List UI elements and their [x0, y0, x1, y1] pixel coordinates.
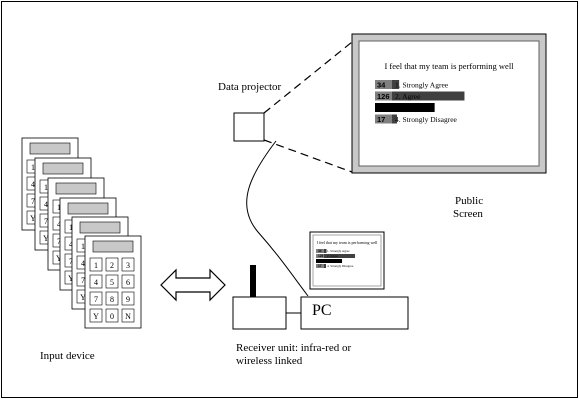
- keypad-key: [89, 291, 103, 306]
- keypad-display: [67, 202, 109, 215]
- public-screen-count-box-2: [375, 91, 392, 101]
- keypad-key: [121, 257, 135, 272]
- keypad-key-label: 1: [44, 183, 48, 192]
- keypad-key-label: 4: [31, 180, 35, 189]
- data-projector-label: Data projector: [218, 81, 282, 93]
- keypad-key: [89, 274, 103, 289]
- public-screen-bar-3: [375, 103, 435, 112]
- keypad-key-label: 4: [94, 278, 98, 287]
- keypad-key-label: 7: [57, 237, 61, 246]
- public-screen-title: I feel that my team is performing well: [384, 61, 514, 71]
- public-screen-count-4: 17: [377, 115, 385, 124]
- keypad-key-label: 7: [31, 197, 35, 206]
- keypad-6: 1 2 3 4 5 6 7 8 9Y 0 N: [84, 235, 142, 329]
- public-screen-label-4: 4. Strongly Disagree: [395, 115, 458, 124]
- keypad-key: [121, 274, 135, 289]
- public-screen-count-2: 126: [377, 92, 390, 101]
- monitor-bar-3: [316, 259, 343, 263]
- keypad-key-label: 1: [94, 261, 98, 270]
- keypad-key-label: 5: [110, 278, 114, 287]
- keypad-key-label: 1: [81, 242, 85, 251]
- projection-line-bottom: [263, 139, 353, 173]
- public-screen-count-box-4: [375, 114, 392, 124]
- pc-box: [300, 296, 409, 330]
- public-screen-count-1: 34: [377, 80, 386, 89]
- public-label: Public: [455, 195, 484, 207]
- keypad-key-label: 7: [81, 276, 85, 285]
- keypad-key: [121, 291, 135, 306]
- monitor-count-2: 126: [318, 254, 324, 258]
- monitor-count-1: 34: [318, 249, 322, 253]
- input-device-label: Input device: [40, 350, 95, 362]
- keypad-key-label: N: [125, 312, 131, 321]
- data-projector: [233, 112, 265, 142]
- monitor-bar-rows: I feel that my team is performing well 34…: [316, 240, 378, 268]
- monitor-count-box-4: [316, 264, 324, 268]
- public-screen-label-1: 1. Strongly Agree: [395, 80, 449, 89]
- keypad-key-label: 2: [110, 261, 114, 270]
- keypad-key-label: 1: [57, 203, 61, 212]
- keypad-display: [79, 221, 121, 234]
- screen-label: Screen: [453, 208, 483, 220]
- keypad-key-label: 7: [69, 257, 73, 266]
- monitor-bar-2: [316, 254, 356, 258]
- monitor-label-4: 4. Strongly Disagree: [327, 264, 354, 268]
- pc-monitor: I feel that my team is performing well 34…: [309, 231, 385, 290]
- keypad-key-label: 7: [94, 295, 98, 304]
- keypad-key-label: Y: [68, 274, 74, 283]
- keypad-key-label: Y: [93, 312, 99, 321]
- monitor-title: I feel that my team is performing well: [317, 240, 379, 245]
- keypad-key-label: Y: [43, 234, 49, 243]
- monitor-label-2: 2. Agree: [327, 254, 338, 258]
- keypad-display: [92, 240, 134, 253]
- keypad-key-label: 4: [44, 200, 48, 209]
- public-screen-bar-rows: I feel that my team is performing well 34…: [375, 61, 514, 124]
- keypad-key-label: 8: [110, 295, 114, 304]
- monitor-label-1: 1. Strongly Agree: [327, 249, 350, 253]
- receiver-label-line1: Receiver unit: infra-red or: [236, 342, 352, 354]
- keypad-key: [89, 257, 103, 272]
- keypad-key-label: 9: [126, 295, 130, 304]
- keypad-key: [105, 257, 119, 272]
- keypad-key-label: 1: [69, 223, 73, 232]
- keypad-key: [121, 308, 135, 323]
- keypad-key-label: 3: [126, 261, 130, 270]
- keypad-key-label: Y: [30, 214, 36, 223]
- public-screen-bar-2: [375, 91, 465, 101]
- keypad-display: [29, 142, 71, 155]
- monitor-count-4: 17: [318, 264, 322, 268]
- monitor-count-box-1: [316, 249, 324, 253]
- keypad-key: [105, 308, 119, 323]
- projection-line-top: [263, 41, 353, 114]
- keypad-display: [55, 182, 97, 195]
- keypad-key: [105, 291, 119, 306]
- receiver-unit: [232, 265, 301, 330]
- keypad-key: [89, 308, 103, 323]
- keypad-key: [105, 274, 119, 289]
- keypad-key-label: 1: [31, 163, 35, 172]
- keypad-key-label: 4: [81, 259, 85, 268]
- keypad-key-label: Y: [80, 293, 86, 302]
- keypad-key-label: 6: [126, 278, 130, 287]
- pc-label: PC: [312, 302, 332, 319]
- keypad-key-label: Y: [56, 254, 62, 263]
- keypad-key-label: 4: [57, 220, 61, 229]
- keypad-key-label: 4: [69, 240, 73, 249]
- public-screen-count-box-1: [375, 80, 392, 89]
- monitor-count-box-2: [316, 254, 324, 258]
- double-arrow: [160, 268, 226, 302]
- projector-cable: [246, 140, 309, 297]
- keypad-display: [42, 162, 84, 175]
- keypad-key-label: 7: [44, 217, 48, 226]
- keypad-key-label: 0: [110, 312, 114, 321]
- input-device-keypads: 123456789Y0N123456789Y0N123456789Y0N1234…: [21, 137, 142, 329]
- public-screen-label-2: 2. Agree: [395, 92, 421, 101]
- receiver-label-line2: wireless linked: [236, 355, 303, 367]
- public-screen: I feel that my team is performing well 34…: [351, 33, 547, 174]
